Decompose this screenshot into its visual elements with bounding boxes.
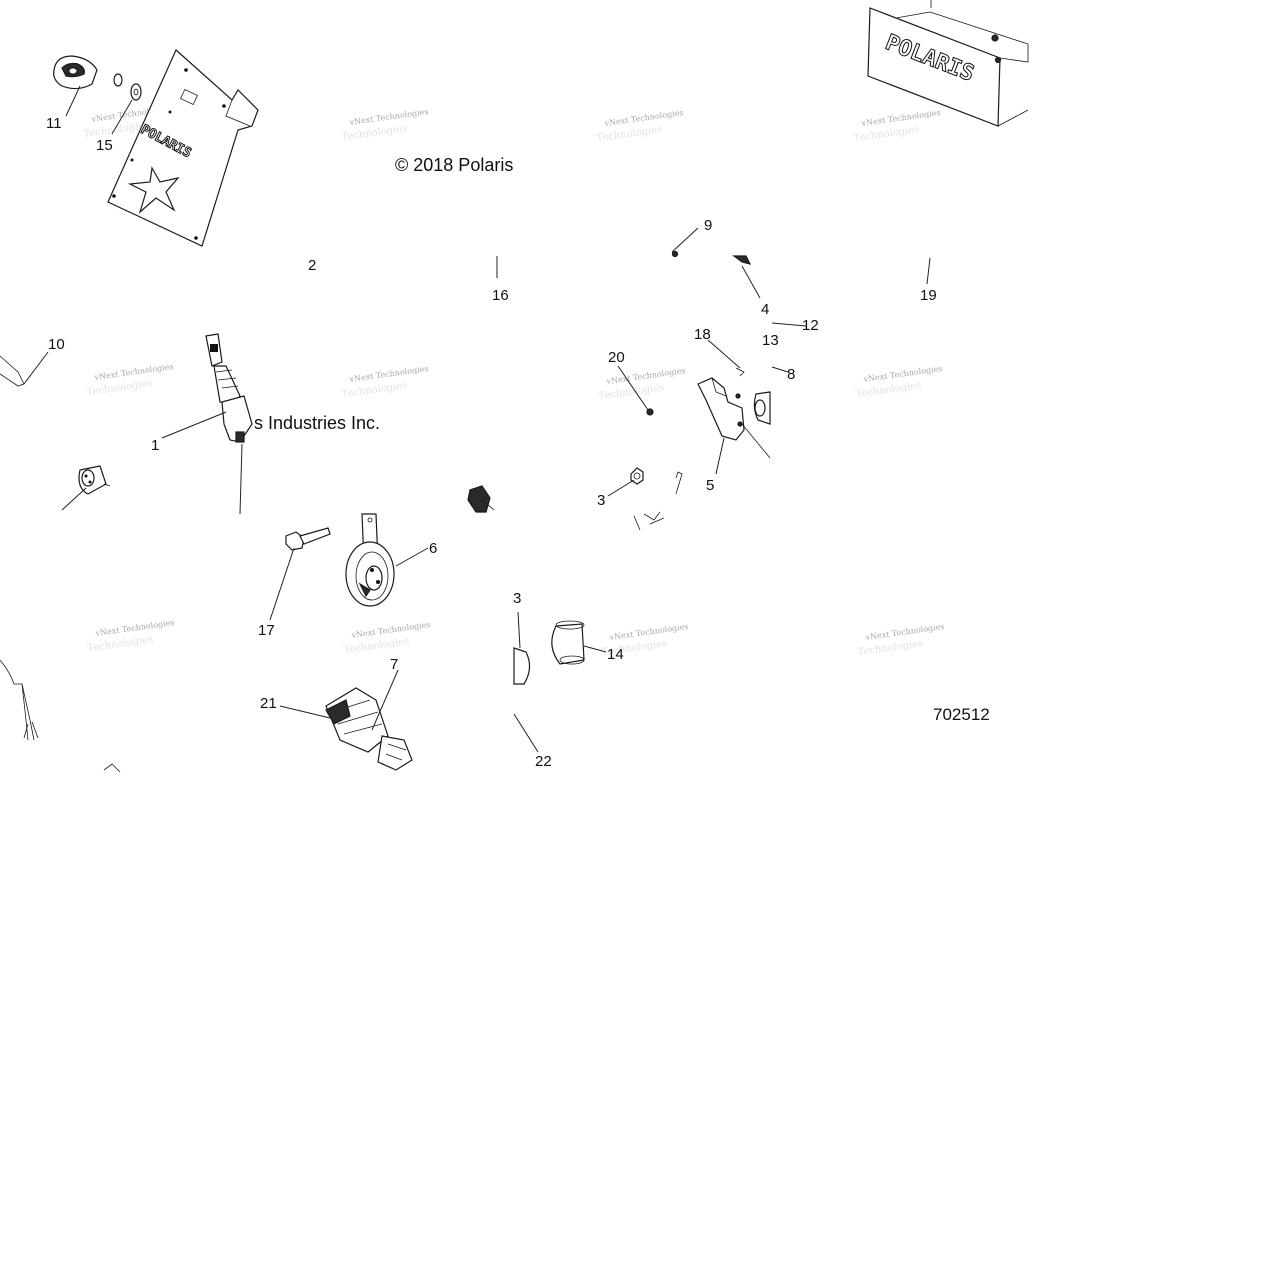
callout-3-upper: 3 <box>597 492 605 509</box>
callout-22: 22 <box>535 753 552 770</box>
svg-text:vNext Technologies: vNext Technologies <box>862 364 943 384</box>
part-6-horn <box>345 513 395 607</box>
part-3-bushing <box>513 647 531 685</box>
callout-8: 8 <box>787 366 795 383</box>
callout-17: 17 <box>258 622 275 639</box>
svg-text:vNext Technologies: vNext Technologies <box>93 362 174 382</box>
copyright-text-top: © 2018 Polaris <box>395 155 513 175</box>
callout-3-lower: 3 <box>513 590 521 607</box>
part-9-screw <box>671 250 679 258</box>
part-14-ring <box>551 620 585 665</box>
callout-12: 12 <box>802 317 819 334</box>
svg-text:vNext Technologies: vNext Technologies <box>860 108 941 128</box>
part-2-plate: POLARIS <box>107 49 259 247</box>
part-11-knob <box>53 55 98 90</box>
callout-15: 15 <box>96 137 113 154</box>
callout-11: 11 <box>46 115 62 132</box>
watermark: vNext Technologies Technologies <box>598 366 686 402</box>
part-18-clip <box>735 367 745 377</box>
connector-small <box>467 485 495 513</box>
svg-text:vNext Technologies: vNext Technologies <box>348 364 429 384</box>
leader-lines <box>23 85 931 753</box>
part-17-bolt <box>285 527 331 551</box>
callout-10: 10 <box>48 336 65 353</box>
part-5-bracket <box>697 377 771 459</box>
watermark: vNext Technologies Technologies <box>86 362 174 398</box>
callout-6: 6 <box>429 540 437 557</box>
part-1-joystick <box>205 333 253 443</box>
document-number: 702512 <box>933 705 990 724</box>
callout-4: 4 <box>761 301 769 318</box>
mask-block <box>514 150 804 180</box>
callout-21: 21 <box>260 695 277 712</box>
part-4-bolt <box>732 255 752 265</box>
callout-7: 7 <box>390 656 398 673</box>
callout-2: 2 <box>308 257 316 274</box>
callout-13: 13 <box>762 332 779 349</box>
wiring-harness-fragment <box>0 659 121 773</box>
callout-19: 19 <box>920 287 937 304</box>
callout-1: 1 <box>151 437 159 454</box>
callout-14: 14 <box>607 646 624 663</box>
svg-text:vNext Technologies: vNext Technologies <box>348 107 429 127</box>
part-19-nameplate: POLARIS <box>867 0 1029 127</box>
watermark: vNext Technologies Technologies <box>341 107 429 143</box>
part-10-bracket <box>0 355 25 387</box>
watermark: vNext Technologies Technologies <box>857 622 945 658</box>
watermark: vNext Technologies Technologies <box>855 364 943 400</box>
watermark: vNext Technologies Technologies <box>343 620 431 656</box>
svg-text:vNext Technologies: vNext Technologies <box>350 620 431 640</box>
callout-labels: 11 15 2 16 9 4 12 19 18 13 8 20 10 1 3 5… <box>46 115 937 770</box>
watermark: vNext Technologies Technologies <box>853 108 941 144</box>
connector-round <box>78 465 111 495</box>
svg-text:vNext Technologies: vNext Technologies <box>603 108 684 128</box>
callout-16: 16 <box>492 287 509 304</box>
watermark: vNext Technologies Technologies <box>87 618 175 654</box>
callout-9: 9 <box>704 217 712 234</box>
svg-text:vNext Technologies: vNext Technologies <box>605 366 686 386</box>
part-15-washer <box>113 73 142 101</box>
part-3-nut-upper <box>630 467 683 495</box>
callout-18: 18 <box>694 326 711 343</box>
svg-text:vNext Technologies: vNext Technologies <box>864 622 945 642</box>
callout-5: 5 <box>706 477 714 494</box>
part-20-nut <box>646 408 654 416</box>
watermark: vNext Technologies Technologies <box>596 108 684 144</box>
part-7-connector <box>325 687 413 771</box>
copyright-text-bottom: s Industries Inc. <box>254 413 380 433</box>
svg-text:vNext Technologies: vNext Technologies <box>94 618 175 638</box>
callout-20: 20 <box>608 349 625 366</box>
watermark: vNext Technologies Technologies <box>341 364 429 400</box>
svg-text:vNext Technologies: vNext Technologies <box>608 622 689 642</box>
clip-part <box>633 511 665 531</box>
